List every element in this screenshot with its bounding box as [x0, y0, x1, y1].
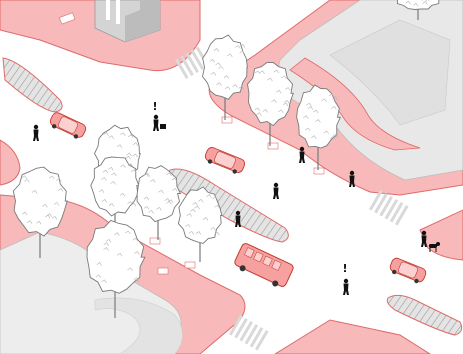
trees — [12, 0, 440, 318]
building — [94, 0, 161, 43]
alert-icon: ! — [342, 262, 347, 275]
dog-icon — [429, 242, 440, 252]
pedestrian-icon — [33, 124, 39, 141]
tree-icon — [396, 0, 440, 20]
median-island-right — [386, 294, 463, 336]
tree-icon — [296, 84, 341, 170]
tree-icon — [202, 34, 248, 120]
median-island-left — [2, 57, 63, 113]
tree-icon — [12, 166, 68, 258]
vehicles — [49, 112, 427, 287]
pedestrian-icon — [299, 146, 305, 163]
van-icon — [234, 243, 294, 287]
tree-pit — [59, 12, 76, 25]
car-icon — [389, 257, 427, 284]
pedestrians — [33, 114, 440, 295]
pedestrian-icon — [343, 278, 349, 295]
sidewalk-bottom-right — [274, 319, 431, 354]
tree-icon — [86, 219, 146, 318]
sidewalk-left-edge — [0, 139, 21, 186]
plaza-bottom-left-ring — [94, 297, 183, 354]
pedestrian-icon — [349, 170, 355, 187]
tree-icon — [136, 165, 182, 240]
pedestrian-icon — [235, 210, 241, 227]
pedestrian-icon — [153, 114, 159, 131]
tree-icon — [247, 62, 294, 146]
tree-icon — [177, 186, 223, 262]
car-icon — [49, 112, 87, 139]
pedestrian-icon — [273, 182, 279, 199]
stroller — [160, 124, 166, 129]
tree-pits — [149, 116, 325, 275]
pedestrian-icon — [421, 230, 427, 247]
car-icon — [204, 147, 246, 174]
crosswalk-icon — [175, 46, 409, 351]
plaza-inner-lawn — [329, 19, 451, 126]
alert-icon: ! — [152, 100, 157, 113]
tree-icon — [90, 156, 140, 235]
